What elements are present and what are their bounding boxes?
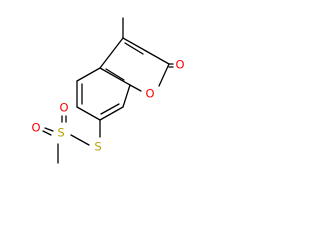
- bond-c8a-c4a-inner: [105, 68, 125, 81]
- atom-ring-oxygen: O: [145, 87, 154, 101]
- bond-c4-c3: [122, 37, 147, 52]
- bond-c8-c8a: [122, 84, 131, 108]
- bond-layer: [42, 17, 174, 164]
- bond-c7-c8-inner: [100, 103, 120, 115]
- atom-thio-sulfur: S: [94, 140, 101, 154]
- structure-canvas: O O S S O O: [0, 0, 205, 170]
- atom-carbonyl-oxygen: O: [175, 58, 184, 72]
- bond-c7-c8: [99, 106, 124, 121]
- bond-c8a-c4a: [99, 67, 131, 86]
- atom-sulfonyl-sulfur: S: [57, 126, 64, 140]
- bond-c4a-c4: [99, 37, 124, 69]
- bond-c6-c7: [76, 106, 101, 121]
- atom-sulfonyl-oxygen-left: O: [31, 121, 40, 135]
- bond-c4-c3-inner: [124, 42, 144, 55]
- atom-labels: O O S S O O: [31, 58, 184, 154]
- bond-c3-c2: [145, 50, 170, 65]
- bond-c4a-c5: [76, 67, 101, 82]
- bond-s-o-left-inner: [42, 130, 52, 136]
- bond-o1-c8a: [129, 84, 142, 92]
- bond-c2-o1: [158, 63, 170, 87]
- chemical-structure-diagram: O O S S O O: [31, 17, 185, 164]
- atom-sulfonyl-oxygen-right: O: [59, 101, 68, 115]
- bond-s-o-left: [44, 127, 54, 132]
- bond-s-s: [70, 134, 90, 146]
